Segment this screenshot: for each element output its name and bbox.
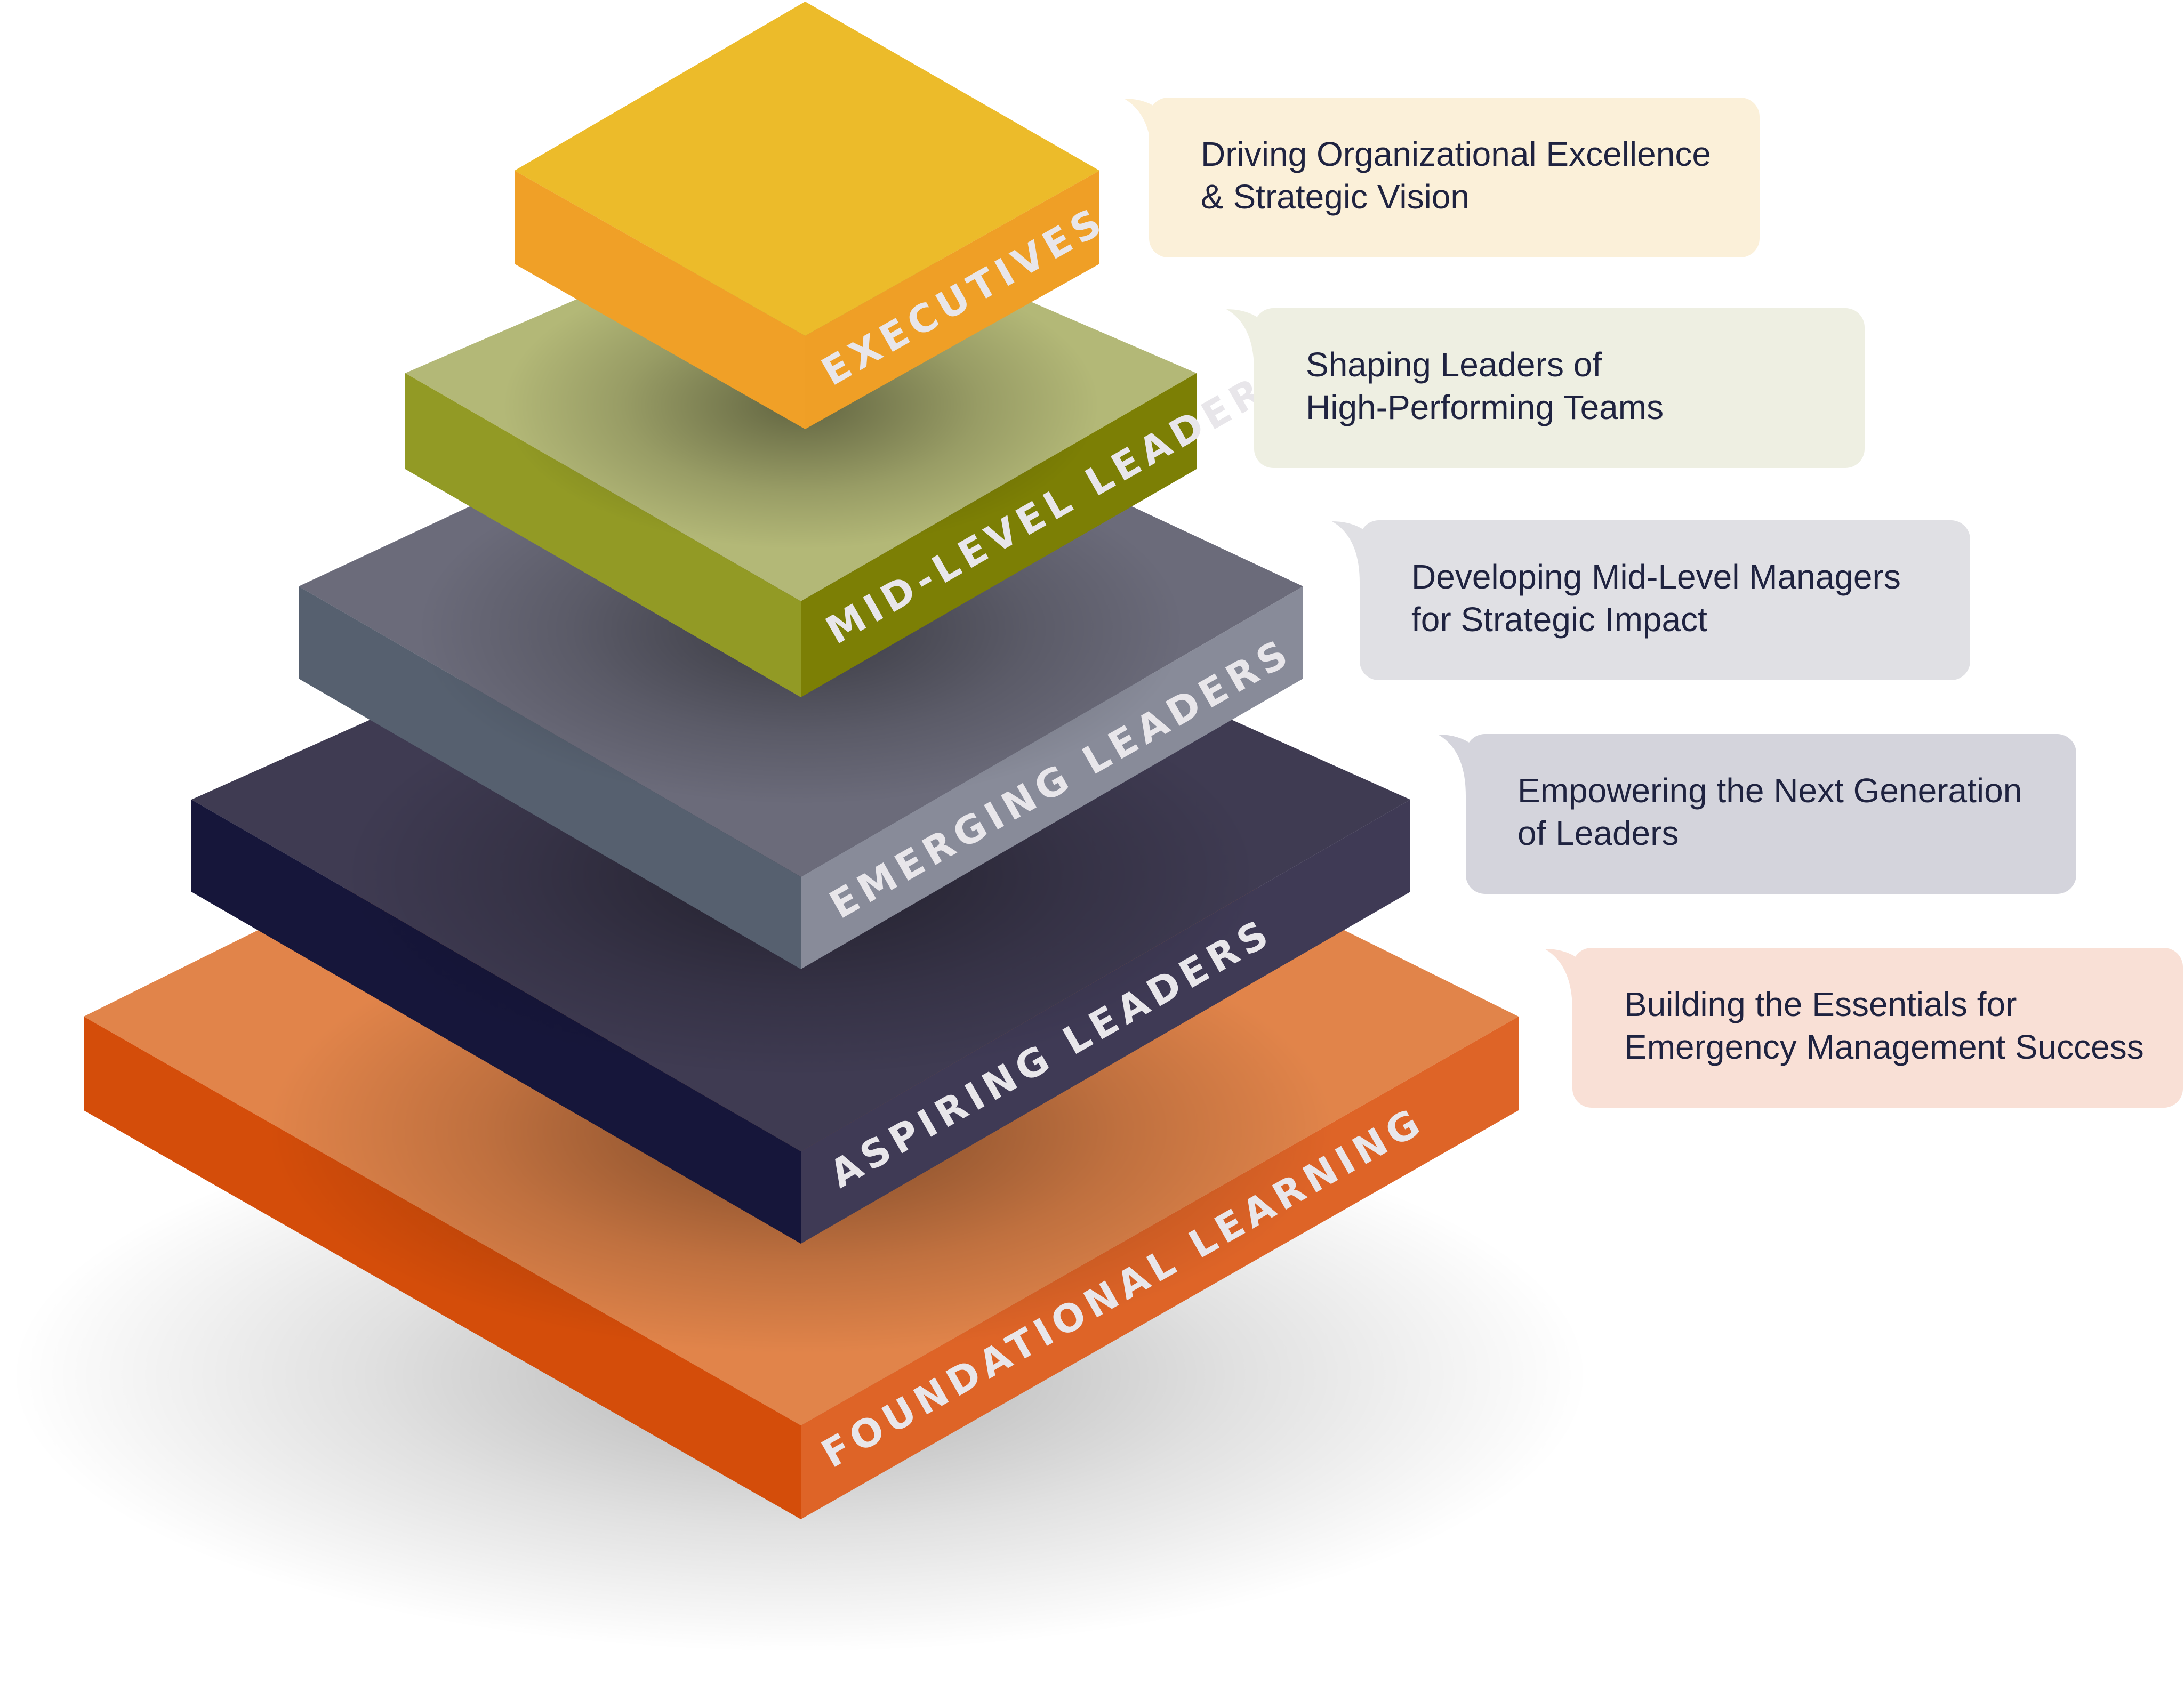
card-text-line: & Strategic Vision <box>1201 178 1470 216</box>
tier-left-face <box>405 373 801 697</box>
card-text-line: Emergency Management Success <box>1624 1028 2144 1066</box>
tier-description-card-foundational-learning: Building the Essentials for Emergency Ma… <box>1572 948 2183 1108</box>
card-text-line: Shaping Leaders of <box>1306 345 1602 384</box>
card-text-line: High-Performing Teams <box>1306 388 1664 426</box>
tier-top-face <box>515 2 1099 336</box>
tier-left-face <box>299 586 801 969</box>
card-text-line: of Leaders <box>1517 814 1679 852</box>
tier-description-card-emerging-leaders: Developing Mid-Level Managers for Strate… <box>1360 520 1970 680</box>
tier-right-face <box>805 171 1099 429</box>
card-text-line: Developing Mid-Level Managers <box>1411 558 1901 596</box>
card-text-line: Driving Organizational Excellence <box>1201 135 1711 173</box>
tier-right-face <box>801 373 1197 697</box>
tier-description-card-mid-level-leaders: Shaping Leaders of High-Performing Teams <box>1254 308 1865 468</box>
tier-left-face <box>515 171 805 429</box>
tier-right-face <box>801 586 1303 969</box>
tier-description-card-executives: Driving Organizational Excellence & Stra… <box>1149 98 1760 257</box>
card-text-line: for Strategic Impact <box>1411 600 1707 639</box>
tier-description-card-aspiring-leaders: Empowering the Next Generation of Leader… <box>1466 734 2076 894</box>
card-text-line: Empowering the Next Generation <box>1517 771 2022 810</box>
card-text-line: Building the Essentials for <box>1624 985 2017 1023</box>
